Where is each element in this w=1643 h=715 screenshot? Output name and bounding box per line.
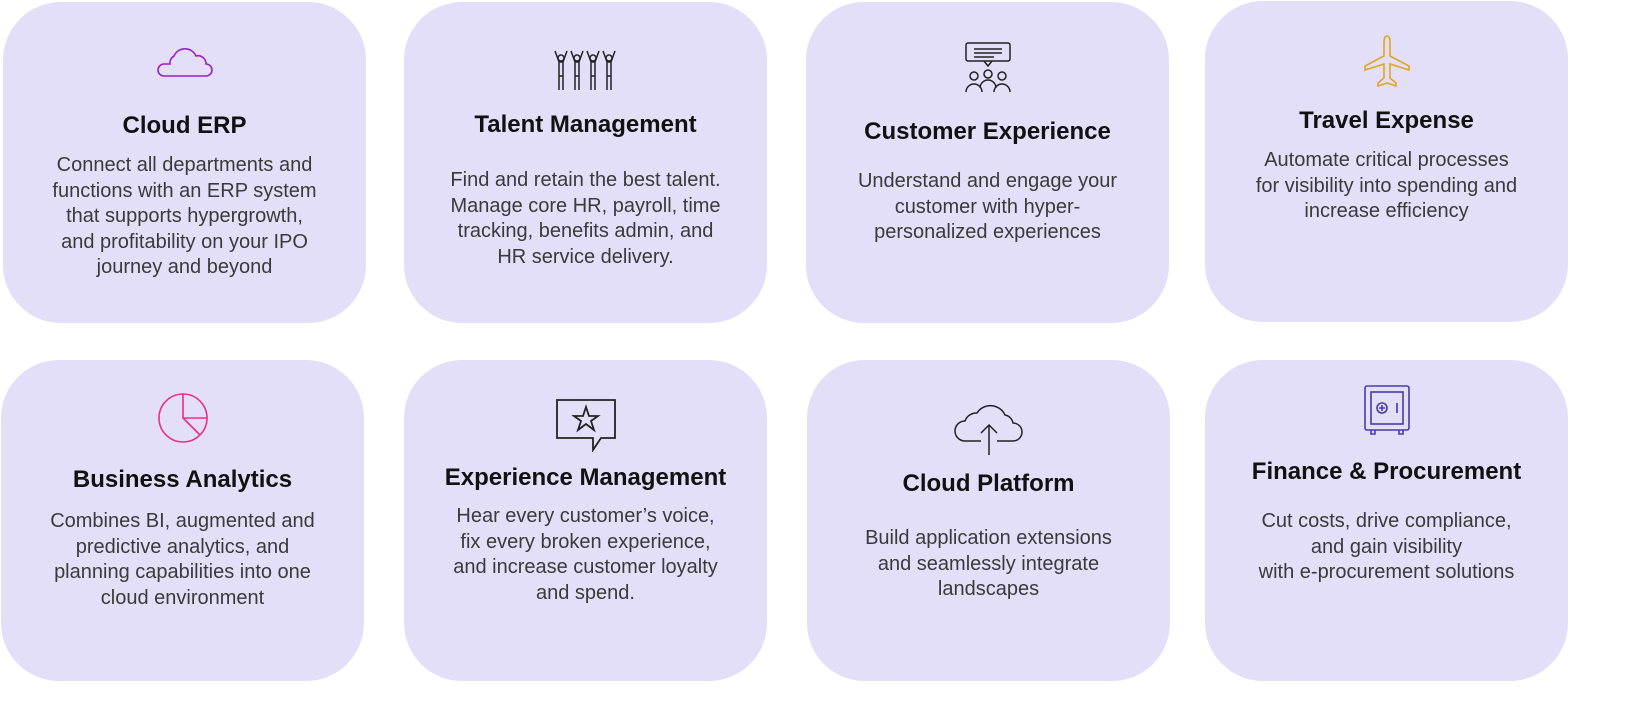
card-travel-expense[interactable]: Travel Expense Automate critical process… — [1205, 1, 1568, 322]
card-description: Cut costs, drive compliance, and gain vi… — [1258, 510, 1515, 583]
card-description: Understand and engage your customer with… — [857, 170, 1118, 243]
card-experience-management[interactable]: Experience Management Hear every custome… — [404, 360, 767, 681]
card-title: Cloud ERP — [122, 112, 247, 139]
card-talent-management[interactable]: Talent Management Find and retain the be… — [404, 2, 767, 323]
card-customer-experience[interactable]: Customer Experience Understand and engag… — [806, 2, 1169, 323]
pie-chart-icon — [157, 393, 208, 443]
card-business-analytics[interactable]: Business Analytics Combines BI, augmente… — [1, 360, 364, 681]
card-description: Find and retain the best talent. Manage … — [450, 169, 721, 268]
cloud-icon — [156, 48, 213, 77]
safe-icon — [1363, 385, 1410, 435]
card-description: Hear every customer’s voice, fix every b… — [453, 505, 718, 604]
card-cloud-erp[interactable]: Cloud ERP Connect all departments and fu… — [3, 2, 366, 323]
card-title: Talent Management — [474, 111, 697, 138]
card-description: Combines BI, augmented and predictive an… — [50, 510, 315, 609]
card-title: Customer Experience — [864, 118, 1111, 145]
people-celebrating-icon — [553, 50, 616, 90]
card-description: Build application extensions and seamles… — [865, 527, 1112, 600]
card-title: Experience Management — [444, 464, 727, 491]
card-title: Cloud Platform — [902, 470, 1075, 497]
card-cloud-platform[interactable]: Cloud Platform Build application extensi… — [807, 360, 1170, 681]
card-description: Connect all departments and functions wi… — [52, 154, 317, 278]
audience-speech-icon — [964, 42, 1011, 93]
star-message-icon — [555, 399, 616, 452]
card-description: Automate critical processes for visibili… — [1255, 149, 1518, 222]
cloud-upload-icon — [953, 404, 1023, 455]
card-title: Travel Expense — [1299, 107, 1474, 134]
card-finance-procurement[interactable]: Finance & Procurement Cut costs, drive c… — [1205, 360, 1568, 681]
card-title: Business Analytics — [72, 466, 293, 493]
airplane-icon — [1363, 35, 1410, 88]
card-title: Finance & Procurement — [1251, 458, 1522, 485]
